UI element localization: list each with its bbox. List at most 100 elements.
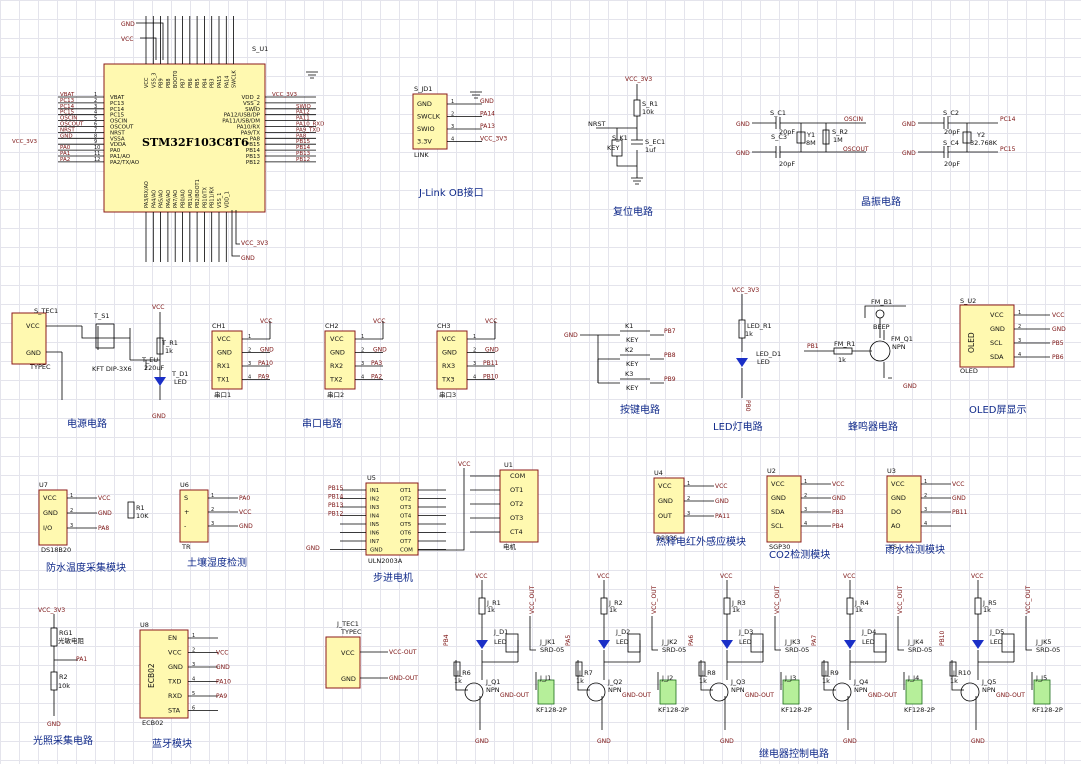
jlink-pin-num-2: 3 (451, 124, 454, 130)
uart-0-pin-0: VCC (217, 335, 231, 343)
light-gnd: GND (47, 721, 61, 728)
pir-body (653, 477, 685, 534)
relay-4-r1-symbol (974, 597, 982, 615)
bt-net-3: PA10 (216, 679, 231, 686)
mcu-top-pin-0: VCC (144, 77, 150, 88)
relay-4-rv1: 1k (983, 606, 991, 614)
power-ledl: LED (174, 378, 187, 386)
buzzer-q: FM_Q1 (891, 335, 913, 343)
bt-num-0: 1 (192, 633, 195, 639)
relay-3-k: J_JK4 (907, 638, 923, 646)
crystal-c3v: 20pF (779, 160, 795, 168)
mcu-left-pin-10: PA1/AO (110, 154, 131, 160)
co2-num-2: 3 (804, 507, 807, 513)
relay-1-led-symbol (598, 640, 610, 649)
light-photo-resistor (50, 627, 58, 647)
relay-2-gout: GND-OUT (745, 692, 774, 699)
relay-2-r2: J_R8 (701, 669, 716, 677)
oled-pin-3: SDA (990, 353, 1004, 361)
power-switch: T_S1 (93, 312, 109, 320)
relay-1-r2: J_R7 (578, 669, 593, 677)
mcu-right-net-11: PB12 (296, 157, 310, 163)
co2-pin-0: VCC (771, 480, 785, 488)
mcu-body (103, 63, 266, 213)
crystal-pc15: PC15 (1000, 146, 1016, 153)
stepper-part: ULN2003A (368, 557, 403, 565)
light-vcc: VCC_3V3 (38, 607, 65, 614)
stepper-motor-body (499, 469, 539, 543)
crystal-oscin: OSCIN (844, 116, 863, 123)
mcu-bottom-pin-10: VSS_1 (217, 193, 223, 208)
keys-wire-0 (597, 330, 664, 383)
crystal-y2: Y2 (976, 131, 985, 139)
relay-2-rv1: 1k (732, 606, 740, 614)
relay-3-gnd: GND (843, 738, 857, 745)
mcu-right-net-9: PB14 (296, 145, 311, 151)
mcu-left-net-9: PA0 (60, 145, 71, 151)
mcu-left-net-4: OSCIN (60, 116, 77, 122)
rain-num-0: 1 (924, 479, 927, 485)
uart-0-num-3: 4 (248, 375, 251, 381)
mcu-top-pin-11: PA14 (224, 76, 230, 88)
co2-pin-3: SCL (771, 522, 784, 530)
relay-1-coil-symbol (627, 633, 641, 653)
relay-0-r2-symbol (453, 661, 461, 677)
stepper-net-2: PB13 (328, 502, 344, 509)
stepper-motor-label: 电机 (503, 542, 517, 551)
relay-2-k: J_JK3 (784, 638, 800, 646)
relay-3-terminal (905, 679, 923, 705)
keys-wire-2 (598, 378, 664, 384)
mcu-top-pin-9: PB3 (210, 78, 216, 88)
reset-resistor (633, 99, 641, 117)
mcu-gnd-bottom: GND (241, 255, 255, 262)
uart-1-num-3: 4 (361, 375, 364, 381)
rain-caption: 雨水检测模块 (885, 543, 945, 556)
buzzer-bl: BEEP (873, 323, 890, 331)
stepper-net-0: PB15 (328, 485, 344, 492)
mcu-left-net-11: PA2 (60, 157, 70, 163)
reset-cv: 1uf (645, 146, 656, 154)
reset-key-label: KEY (607, 144, 619, 152)
relay-0-r1: J_R1 (486, 599, 501, 607)
buzzer-ql: NPN (892, 343, 906, 351)
keys-caption: 按键电路 (620, 403, 660, 416)
crystal-oscout: OSCOUT (843, 146, 869, 153)
stepper-in-6: IN7 (370, 539, 380, 545)
relay-4-contact-wire (1025, 616, 1033, 690)
uart-0-num-1: 2 (248, 348, 251, 354)
power-led: T_D1 (171, 370, 188, 378)
mcu-top-pin-4: BOOT0 (173, 71, 179, 88)
mcu-left-net-5: OSCOUT (60, 122, 84, 128)
bt-pin-3: TXD (167, 678, 181, 686)
stepper-in-7: GND (370, 548, 383, 554)
mcu-left-num-6: 7 (94, 127, 97, 133)
relay-4-terminal (1033, 679, 1051, 705)
stepper-motor-pin-3: OT3 (510, 514, 523, 522)
crystal-c2v: 20pF (944, 128, 960, 136)
ds18-num-0: 1 (70, 493, 73, 499)
uart-1-net-1: GND (373, 347, 387, 354)
uart-0-net-3: PA9 (258, 374, 269, 381)
typec2-d: J_TEC1 (336, 620, 359, 628)
jlink-pin-num-0: 1 (451, 99, 454, 105)
buzzer-symbol (875, 309, 885, 319)
soil-num-2: 3 (211, 521, 214, 527)
mcu-top-pin-2: PB9 (159, 78, 165, 88)
relay-2-vcc: VCC (720, 573, 732, 580)
jlink-pin-num-1: 2 (451, 112, 454, 118)
buzzer-block: FM_B1 BEEP FM_R1 1k FM_Q1 NPN PB1 GND 蜂鸣… (804, 298, 917, 433)
uart-2-net-1: GND (485, 347, 499, 354)
power-tec: S_TEC1 (34, 307, 58, 315)
mcu-left-net-3: PC15 (60, 110, 75, 116)
relay-3-rv2: 1k (822, 677, 830, 685)
mcu-right-net-7: PA8 (296, 133, 307, 139)
mcu-left-num-7: 8 (94, 133, 97, 139)
crystal-y2-symbol (962, 131, 972, 144)
